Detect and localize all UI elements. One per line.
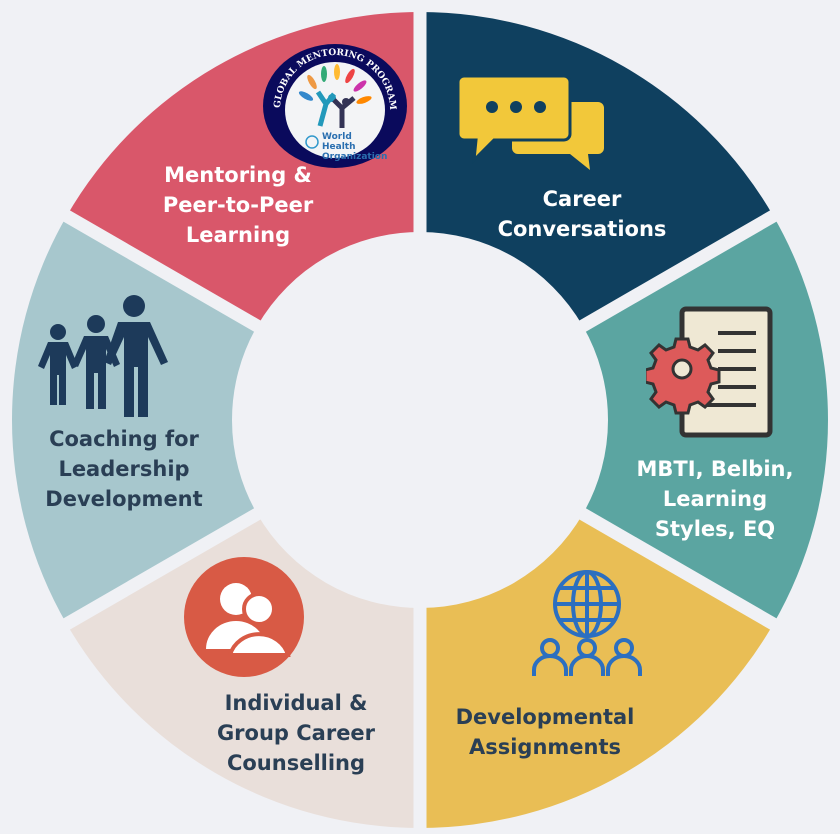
segment-gap (58, 506, 264, 633)
segment-label-counselling: Individual & Group Career Counselling (216, 691, 376, 775)
segment-label-career: Career Conversations (497, 187, 667, 241)
chat-bubbles-icon (458, 74, 604, 170)
family-figures-icon (38, 295, 168, 417)
document-gear-icon (646, 306, 773, 438)
segment-assignments (420, 514, 774, 828)
segment-coaching (11, 216, 258, 624)
segment-gap (576, 207, 782, 334)
segment-label-coaching: Coaching for Leadership Development (45, 427, 203, 511)
segment-label-assignments: Developmental Assignments (455, 705, 635, 759)
segment-gap (58, 207, 264, 334)
logo-org-text: World Health Organization (322, 132, 388, 162)
people-circle-icon (184, 557, 304, 677)
segment-label-mbti: MBTI, Belbin, Learning Styles, EQ (636, 457, 794, 541)
globe-people-icon (532, 570, 642, 676)
segment-gap (576, 506, 782, 633)
segment-label-mentoring: Mentoring & Peer-to-Peer Learning (162, 163, 314, 247)
global-mentoring-programme-logo: GLOBAL MENTORING PROGRAMME (262, 44, 407, 168)
